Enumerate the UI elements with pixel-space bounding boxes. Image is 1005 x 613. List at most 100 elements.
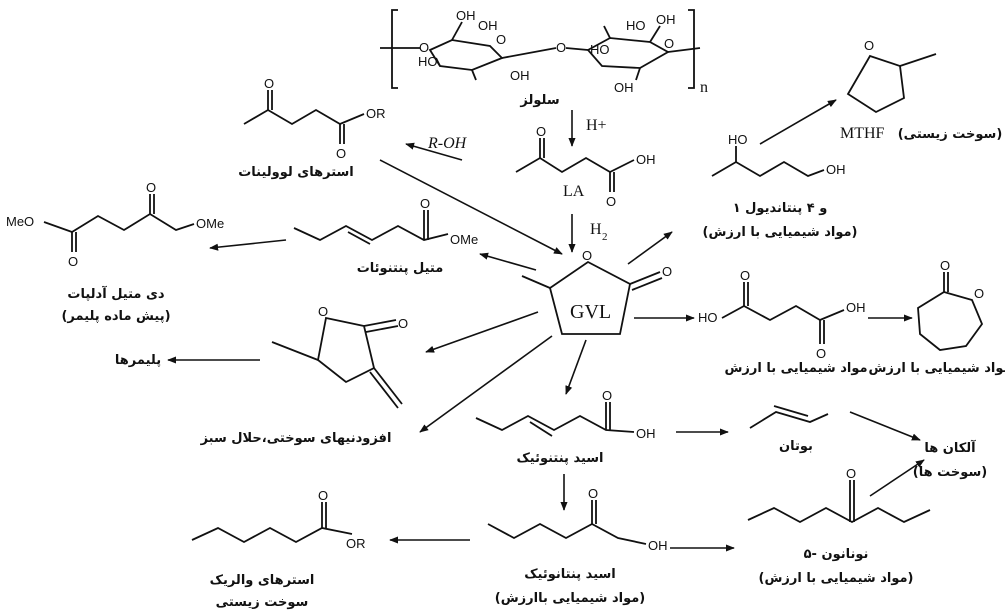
cellulose-structure: O O O O OH OH HO OH HO OH HO OH n سلولز bbox=[380, 8, 708, 108]
pentenoic-o: O bbox=[602, 388, 612, 403]
dimethyl-adipate-label-1: دی متیل آدلپات bbox=[67, 285, 164, 302]
adipate-o-bottom: O bbox=[68, 254, 78, 269]
arrow-levulinate-esters-to-gvl bbox=[379, 159, 563, 255]
cellulose-oh-1: OH bbox=[456, 8, 476, 23]
mthf-ring-o: O bbox=[864, 38, 874, 53]
reagent-h-plus: H+ bbox=[586, 117, 607, 134]
pentanediol-oh: OH bbox=[826, 162, 846, 177]
la-ketone-o: O bbox=[536, 124, 546, 139]
adipate-o-top: O bbox=[146, 180, 156, 195]
cellulose-subscript-n: n bbox=[700, 79, 708, 96]
valerate-esters-label-1: استرهای والریک bbox=[210, 573, 315, 588]
arrow-gvl-to-methylene-gvl bbox=[425, 311, 539, 353]
succinic-label: مواد شیمیایی با ارزش bbox=[724, 361, 867, 376]
dimethyl-adipate-structure: MeO OMe O O دی متیل آدلپات (پیش ماده پلی… bbox=[6, 180, 224, 324]
reaction-arrows bbox=[167, 99, 925, 552]
gvl-structure: O O GVL bbox=[521, 248, 672, 335]
methylene-gvl-carbonyl-o: O bbox=[398, 316, 408, 331]
arrow-gvl-to-pentenoic-acid bbox=[565, 339, 587, 395]
pentanediol-ho: HO bbox=[728, 132, 748, 147]
arrow-nonanone-to-alkanes bbox=[869, 459, 925, 497]
adipate-ome: OMe bbox=[196, 216, 224, 231]
pentanoic-oh: OH bbox=[648, 538, 668, 553]
nonanone-structure: O ۵- نونانون (مواد شیمیایی با ارزش) bbox=[747, 466, 931, 586]
succinic-o-top: O bbox=[740, 268, 750, 283]
cellulose-ho-1: HO bbox=[418, 54, 438, 69]
levulinate-esters-label: استرهای لوولینات bbox=[238, 165, 354, 180]
levulinate-ester-o: O bbox=[336, 146, 346, 161]
reagent-roh: R-OH bbox=[427, 135, 468, 152]
arrow-methyl-pentenoate-to-adipate bbox=[209, 239, 287, 251]
pentanediol-label-1: ۱ و ۴ پنتاندیول bbox=[733, 201, 828, 216]
cellulose-label: سلولز bbox=[519, 93, 559, 108]
la-oh: OH bbox=[636, 152, 656, 167]
methyl-pentenoate-o: O bbox=[420, 196, 430, 211]
caprolactone-label: مواد شیمیایی با ارزش bbox=[868, 361, 1005, 376]
cellulose-oh-3: OH bbox=[510, 68, 530, 83]
mthf-structure: O MTHF (سوخت زیستی) bbox=[840, 38, 1002, 142]
arrow-pentanediol-to-mthf bbox=[759, 99, 837, 145]
caprolactone-structure: O O مواد شیمیایی با ارزش bbox=[868, 258, 1005, 376]
la-abbr: LA bbox=[563, 183, 585, 200]
caprolactone-carbonyl-o: O bbox=[940, 258, 950, 273]
valerate-esters-label-2: سوخت زیستی bbox=[216, 595, 309, 610]
cellulose-ho-3: HO bbox=[626, 18, 646, 33]
mthf-abbr: MTHF bbox=[840, 125, 885, 142]
pentenoic-acid-label: اسید پنتنوئیک bbox=[516, 451, 603, 466]
gvl-abbr: GVL bbox=[570, 301, 611, 323]
cellulose-ring-o-1: O bbox=[496, 32, 506, 47]
arrow-gvl-to-pentanediol bbox=[627, 231, 673, 265]
pentanoic-acid-structure: O OH اسید پنتانوئیک (مواد شیمیایی باارزش… bbox=[487, 486, 668, 606]
pentanediol-label-2: (مواد شیمیایی با ارزش) bbox=[703, 225, 858, 240]
arrow-gvl-to-methyl-pentenoate bbox=[479, 252, 537, 271]
caprolactone-ring-o: O bbox=[974, 286, 984, 301]
cellulose-ring-o-2: O bbox=[664, 36, 674, 51]
pentanoic-o: O bbox=[588, 486, 598, 501]
pentenoic-acid-structure: O OH اسید پنتنوئیک bbox=[475, 388, 656, 466]
succinic-oh: OH bbox=[846, 300, 866, 315]
cellulose-o-bridge: O bbox=[556, 40, 566, 55]
levulinic-acid-structure: O O OH LA bbox=[515, 124, 656, 209]
valerate-or: OR bbox=[346, 536, 366, 551]
alkanes-label-1: آلکان ها bbox=[924, 439, 976, 456]
nonanone-label-1: ۵- نونانون bbox=[804, 547, 869, 562]
succinic-ho: HO bbox=[698, 310, 718, 325]
pentanoic-acid-label-1: اسید پنتانوئیک bbox=[524, 567, 616, 582]
polymers-label: پلیمرها bbox=[115, 353, 161, 368]
cellulose-oh-5: OH bbox=[614, 80, 634, 95]
levulinate-esters-structure: O O OR استرهای لوولینات bbox=[238, 76, 385, 180]
methylene-gvl-structure: O O افزودنیهای سوختی،حلال سبز bbox=[200, 304, 409, 446]
mthf-label: (سوخت زیستی) bbox=[898, 127, 1003, 142]
pentenoic-oh: OH bbox=[636, 426, 656, 441]
reagent-h2: H bbox=[590, 221, 602, 238]
valerate-esters-structure: O OR استرهای والریک سوخت زیستی bbox=[191, 488, 366, 610]
pentanoic-acid-label-2: (مواد شیمیایی باارزش) bbox=[495, 591, 645, 606]
adipate-meo: MeO bbox=[6, 214, 34, 229]
arrow-butene-to-alkanes bbox=[849, 411, 921, 441]
dimethyl-adipate-label-2: (پیش ماده پلیمر) bbox=[61, 309, 170, 324]
methyl-pentenoate-ome: OMe bbox=[450, 232, 478, 247]
cellulose-o-left: O bbox=[419, 40, 429, 55]
methylene-gvl-ring-o: O bbox=[318, 304, 328, 319]
methylene-gvl-label: افزودنیهای سوختی،حلال سبز bbox=[200, 431, 392, 446]
pentanediol-structure: HO OH ۱ و ۴ پنتاندیول (مواد شیمیایی با ا… bbox=[703, 132, 858, 240]
nonanone-o: O bbox=[846, 466, 856, 481]
methyl-pentenoate-structure: O OMe متیل پنتنوئات bbox=[293, 196, 478, 276]
arrow-roh-to-levulinate-esters bbox=[405, 142, 463, 161]
methyl-pentenoate-label: متیل پنتنوئات bbox=[357, 261, 444, 276]
reagent-h2-subscript: 2 bbox=[602, 231, 608, 243]
cellulose-oh-4: OH bbox=[656, 12, 676, 27]
valerate-o: O bbox=[318, 488, 328, 503]
cellulose-ho-2: HO bbox=[590, 42, 610, 57]
la-acid-o: O bbox=[606, 194, 616, 209]
arrow-gvl-to-fuel-additives bbox=[419, 335, 553, 433]
gvl-carbonyl-o: O bbox=[662, 264, 672, 279]
butene-structure: بوتان bbox=[749, 405, 829, 454]
levulinate-or: OR bbox=[366, 106, 386, 121]
succinic-acid-structure: O O HO OH مواد شیمیایی با ارزش bbox=[698, 268, 868, 376]
alkanes-label-2: (سوخت ها) bbox=[913, 465, 987, 480]
succinic-o-bottom: O bbox=[816, 346, 826, 361]
butene-label: بوتان bbox=[779, 439, 813, 454]
